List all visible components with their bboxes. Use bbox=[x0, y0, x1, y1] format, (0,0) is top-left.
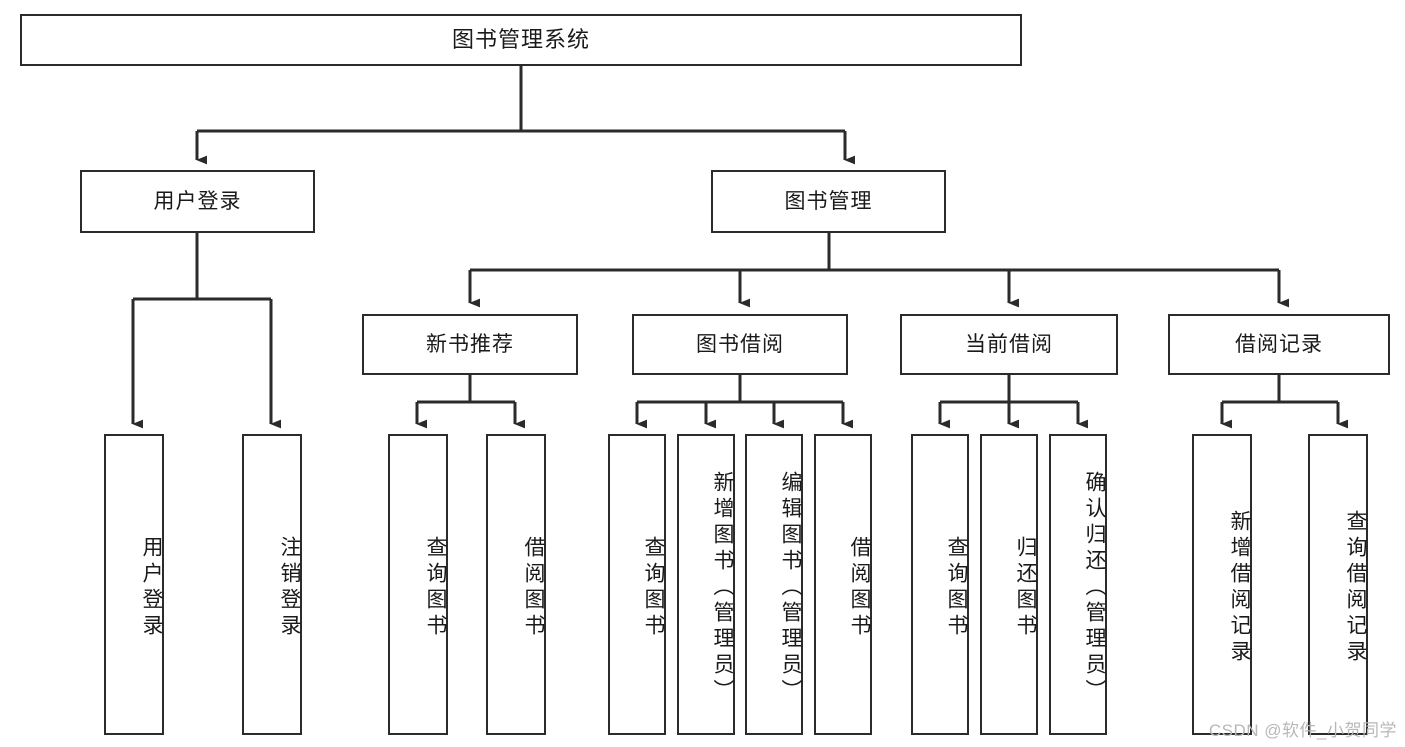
leaf-borrow-add-book-label: 新增图书（管理员） bbox=[711, 470, 734, 705]
leaf-borrow-edit-book[interactable]: 编辑图书（管理员） bbox=[745, 434, 803, 735]
leaf-borrow-borrow-book-label: 借阅图书 bbox=[848, 535, 871, 640]
leaf-record-add[interactable]: 新增借阅记录 bbox=[1192, 434, 1252, 735]
leaf-borrow-borrow-book[interactable]: 借阅图书 bbox=[814, 434, 872, 735]
leaf-newbook-query-book-label: 查询图书 bbox=[424, 535, 447, 640]
leaf-user-login[interactable]: 用户登录 bbox=[104, 434, 164, 735]
leaf-current-confirm-return-label: 确认归还（管理员） bbox=[1083, 470, 1106, 705]
leaf-current-query-book-label: 查询图书 bbox=[945, 535, 968, 640]
leaf-current-return-book[interactable]: 归还图书 bbox=[980, 434, 1038, 735]
leaf-borrow-add-book[interactable]: 新增图书（管理员） bbox=[677, 434, 735, 735]
leaf-logout[interactable]: 注销登录 bbox=[242, 434, 302, 735]
node-borrow-record-label: 借阅记录 bbox=[1235, 332, 1323, 356]
watermark-text: CSDN @软件_小贺同学 bbox=[1208, 721, 1397, 740]
node-book-borrow-label: 图书借阅 bbox=[696, 332, 784, 356]
node-user-login[interactable]: 用户登录 bbox=[80, 170, 315, 233]
leaf-record-query-label: 查询借阅记录 bbox=[1344, 509, 1367, 666]
node-new-book-recommend-label: 新书推荐 bbox=[426, 332, 514, 356]
leaf-borrow-edit-book-label: 编辑图书（管理员） bbox=[779, 470, 802, 705]
leaf-borrow-query-book[interactable]: 查询图书 bbox=[608, 434, 666, 735]
leaf-newbook-borrow-book[interactable]: 借阅图书 bbox=[486, 434, 546, 735]
leaf-newbook-query-book[interactable]: 查询图书 bbox=[388, 434, 448, 735]
node-borrow-record[interactable]: 借阅记录 bbox=[1168, 314, 1390, 375]
node-current-borrow[interactable]: 当前借阅 bbox=[900, 314, 1118, 375]
leaf-newbook-borrow-book-label: 借阅图书 bbox=[522, 535, 545, 640]
leaf-record-add-label: 新增借阅记录 bbox=[1228, 509, 1251, 666]
leaf-logout-label: 注销登录 bbox=[278, 535, 301, 640]
leaf-record-query[interactable]: 查询借阅记录 bbox=[1308, 434, 1368, 735]
node-book-manage-label: 图书管理 bbox=[784, 189, 873, 213]
node-user-login-label: 用户登录 bbox=[153, 189, 242, 213]
node-root-label: 图书管理系统 bbox=[451, 26, 590, 52]
node-current-borrow-label: 当前借阅 bbox=[965, 332, 1053, 356]
leaf-user-login-label: 用户登录 bbox=[140, 535, 163, 640]
leaf-borrow-query-book-label: 查询图书 bbox=[642, 535, 665, 640]
node-book-borrow[interactable]: 图书借阅 bbox=[632, 314, 848, 375]
leaf-current-return-book-label: 归还图书 bbox=[1014, 535, 1037, 640]
node-book-manage[interactable]: 图书管理 bbox=[711, 170, 946, 233]
node-new-book-recommend[interactable]: 新书推荐 bbox=[362, 314, 578, 375]
leaf-current-confirm-return[interactable]: 确认归还（管理员） bbox=[1049, 434, 1107, 735]
node-root[interactable]: 图书管理系统 bbox=[20, 14, 1022, 66]
leaf-current-query-book[interactable]: 查询图书 bbox=[911, 434, 969, 735]
